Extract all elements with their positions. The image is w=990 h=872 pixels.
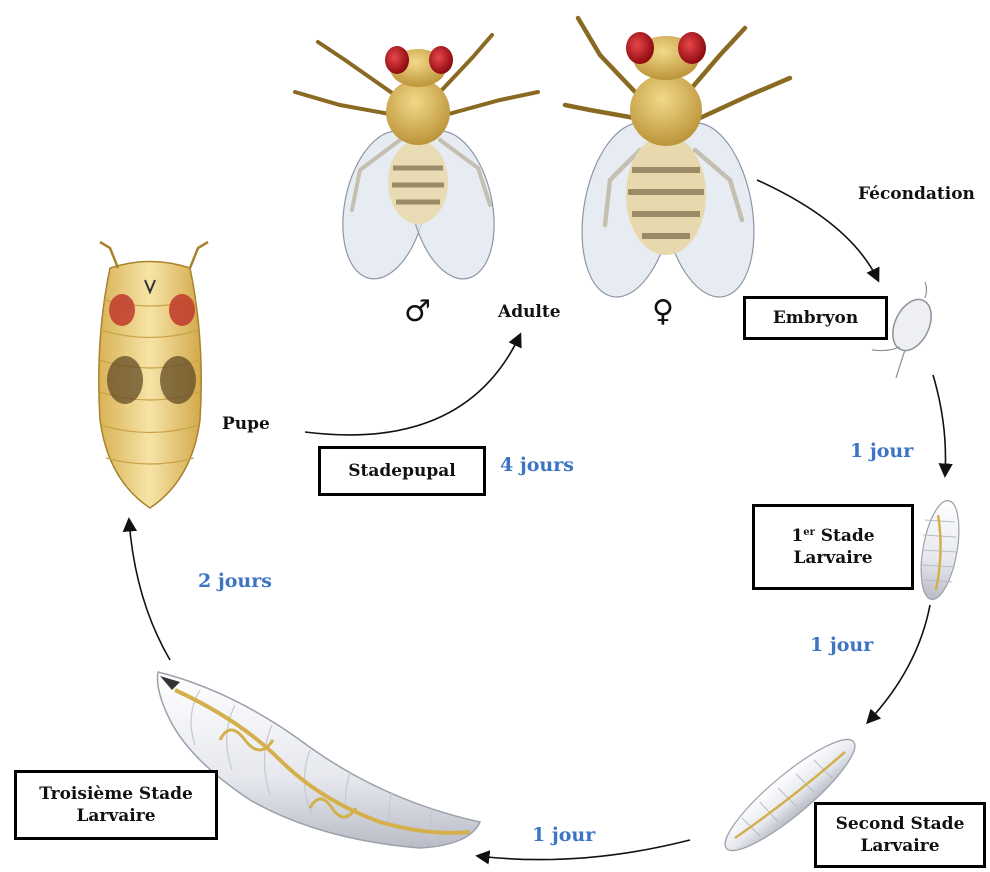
duration-l3-to-pupa: 2 jours: [198, 570, 272, 592]
arrow-l3-to-pupa: [129, 520, 170, 660]
third-instar-line2: Larvaire: [76, 805, 155, 827]
second-instar-line1: Second Stade: [836, 813, 965, 835]
duration-l1-to-l2: 1 jour: [810, 634, 873, 656]
pupe-label: Pupe: [222, 414, 270, 435]
pupal-stage-box: Stadepupal: [318, 446, 486, 496]
male-fly-illustration: [295, 35, 538, 287]
first-instar-line2: Larvaire: [793, 547, 872, 569]
second-instar-line2: Larvaire: [860, 835, 939, 857]
embryon-box: Embryon: [743, 296, 888, 340]
female-symbol: ♀: [652, 294, 674, 329]
second-instar-box: Second Stade Larvaire: [814, 802, 986, 868]
third-instar-line1: Troisième Stade: [39, 783, 193, 805]
pupa-illustration: [99, 242, 208, 508]
arrow-pupa-to-adult: [305, 335, 520, 435]
male-symbol: ♂: [404, 294, 431, 329]
female-fly-illustration: [565, 18, 790, 304]
third-instar-box: Troisième Stade Larvaire: [14, 770, 218, 840]
first-instar-box: 1er Stade Larvaire: [752, 504, 914, 590]
pupal-stage-box-label: Stadepupal: [348, 460, 455, 482]
first-instar-larva-illustration: [915, 498, 966, 602]
duration-embryo-to-l1: 1 jour: [850, 440, 913, 462]
fecondation-label: Fécondation: [858, 184, 975, 205]
duration-pupa-to-adult: 4 jours: [500, 454, 574, 476]
arrow-l1-to-l2: [868, 605, 930, 722]
duration-l2-to-l3: 1 jour: [532, 824, 595, 846]
arrow-embryo-to-l1: [933, 375, 946, 475]
adulte-label: Adulte: [498, 302, 561, 323]
embryon-box-label: Embryon: [773, 307, 858, 329]
first-instar-line1: 1er Stade: [791, 525, 874, 547]
